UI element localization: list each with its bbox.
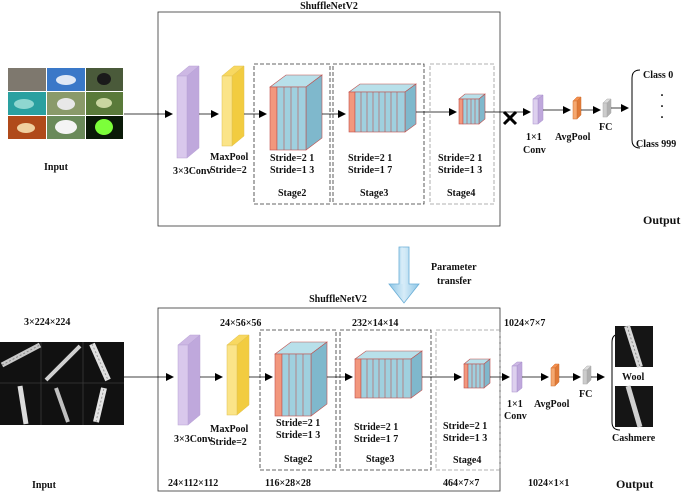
top-class-ellipsis-2: ·	[660, 99, 664, 113]
top-stage2-line-1: Stride=2 1	[270, 153, 314, 164]
bottom-network-box	[157, 307, 501, 492]
bottom-class-wool-image	[615, 325, 653, 368]
bottom-stage4-line-2: Stride=1 3	[443, 433, 487, 444]
transfer-arrow-icon	[388, 246, 420, 304]
bottom-dim-avgpool: 1024×1×1	[528, 478, 569, 489]
bottom-maxpool-label-2: Stride=2	[210, 437, 247, 448]
bottom-fc-layer	[582, 365, 592, 385]
top-maxpool-label-1: MaxPool	[210, 152, 249, 163]
bottom-stage4-block	[463, 358, 491, 389]
bottom-output-label: Output	[616, 477, 653, 491]
bottom-stage2-block	[274, 341, 328, 417]
top-fc-layer	[602, 98, 612, 118]
top-class-last: Class 999	[636, 139, 676, 150]
bottom-class-b: Cashmere	[612, 433, 656, 444]
top-stage2-line-2: Stride=1 3	[270, 165, 314, 176]
top-maxpool-layer	[221, 65, 245, 147]
top-stage3-box	[332, 63, 425, 205]
top-stage2-box	[253, 63, 331, 205]
top-stage2-name: Stage2	[278, 188, 306, 199]
top-input-label: Input	[44, 162, 69, 173]
top-maxpool-label-2: Stride=2	[210, 165, 247, 176]
bottom-conv1x1-layer	[511, 361, 523, 393]
top-conv1x1-label-2: Conv	[523, 145, 546, 156]
bottom-class-cashmere-image	[615, 385, 653, 428]
bottom-avgpool-layer	[550, 363, 560, 387]
bottom-class-a: Wool	[622, 372, 644, 383]
bottom-stage4-name: Stage4	[453, 455, 481, 466]
bottom-stage3-block	[354, 350, 423, 399]
bottom-fc-label: FC	[579, 389, 592, 400]
top-stage4-line-1: Stride=2 1	[438, 153, 482, 164]
bottom-dim-stage4: 464×7×7	[443, 478, 479, 489]
top-stage3-name: Stage3	[360, 188, 388, 199]
bottom-input-dim: 3×224×224	[24, 317, 70, 328]
top-fc-label: FC	[599, 122, 612, 133]
transfer-label-1: Parameter	[431, 262, 477, 273]
top-stage3-block	[348, 83, 417, 133]
bottom-stage4-line-1: Stride=2 1	[443, 421, 487, 432]
bottom-maxpool-layer	[226, 334, 250, 416]
bottom-input-image	[0, 342, 124, 425]
bottom-stage2-line-2: Stride=1 3	[276, 430, 320, 441]
bottom-conv3x3-label: 3×3Conv	[174, 434, 212, 445]
bottom-title: ShuffleNetV2	[309, 294, 367, 305]
bottom-avgpool-label: AvgPool	[534, 399, 570, 410]
bottom-conv3x3-layer	[177, 334, 201, 426]
bottom-panel: ShuffleNetV2 3×224×224 Input 3×3Conv	[0, 294, 656, 492]
top-conv3x3-label: 3×3Conv	[173, 166, 211, 177]
top-stage3-line-1: Stride=2 1	[348, 153, 392, 164]
bottom-conv1x1-label-2: Conv	[504, 411, 527, 422]
top-stage3-line-2: Stride=1 7	[348, 165, 392, 176]
bottom-stage3-name: Stage3	[366, 454, 394, 465]
bottom-stage4-box	[435, 329, 501, 471]
bottom-stage2-line-1: Stride=2 1	[276, 418, 320, 429]
bottom-stage3-line-2: Stride=1 7	[354, 434, 398, 445]
bottom-stage2-box	[259, 329, 337, 471]
bottom-input-label: Input	[32, 480, 57, 491]
top-conv1x1-label-1: 1×1	[526, 132, 542, 143]
top-class-ellipsis-1: ·	[660, 88, 664, 102]
top-input-images	[8, 68, 123, 139]
top-conv3x3-layer	[176, 65, 200, 159]
top-avgpool-layer	[572, 96, 582, 120]
bottom-conv1x1-label-1: 1×1	[507, 399, 523, 410]
bottom-dim-pool: 24×56×56	[220, 318, 261, 329]
top-avgpool-label: AvgPool	[555, 132, 591, 143]
top-panel: ShuffleNetV2 Input	[8, 1, 680, 227]
parameter-transfer: Parameter transfer	[388, 246, 477, 304]
remove-cross-icon	[502, 110, 518, 126]
top-network-box	[157, 11, 501, 227]
bottom-stage2-name: Stage2	[284, 454, 312, 465]
bottom-stage3-line-1: Stride=2 1	[354, 422, 398, 433]
bottom-maxpool-label-1: MaxPool	[210, 424, 249, 435]
bottom-dim-conv1x1: 1024×7×7	[504, 318, 545, 329]
bottom-dim-conv: 24×112×112	[168, 478, 218, 489]
top-class-ellipsis-3: ·	[660, 110, 664, 124]
top-title: ShuffleNetV2	[300, 1, 358, 12]
top-stage4-name: Stage4	[447, 188, 475, 199]
bottom-stage3-box	[339, 329, 432, 471]
bottom-dim-stage3: 232×14×14	[352, 318, 398, 329]
top-stage2-block	[269, 74, 323, 151]
top-stage4-line-2: Stride=1 3	[438, 165, 482, 176]
top-output-bracket	[631, 69, 641, 149]
transfer-label-2: transfer	[437, 276, 472, 287]
top-stage4-block	[458, 93, 486, 125]
top-class-first: Class 0	[643, 70, 673, 81]
top-stage4-box	[429, 63, 495, 205]
top-output-label: Output	[643, 213, 680, 227]
top-conv1x1-layer	[532, 94, 544, 125]
bottom-dim-stage2: 116×28×28	[265, 478, 311, 489]
